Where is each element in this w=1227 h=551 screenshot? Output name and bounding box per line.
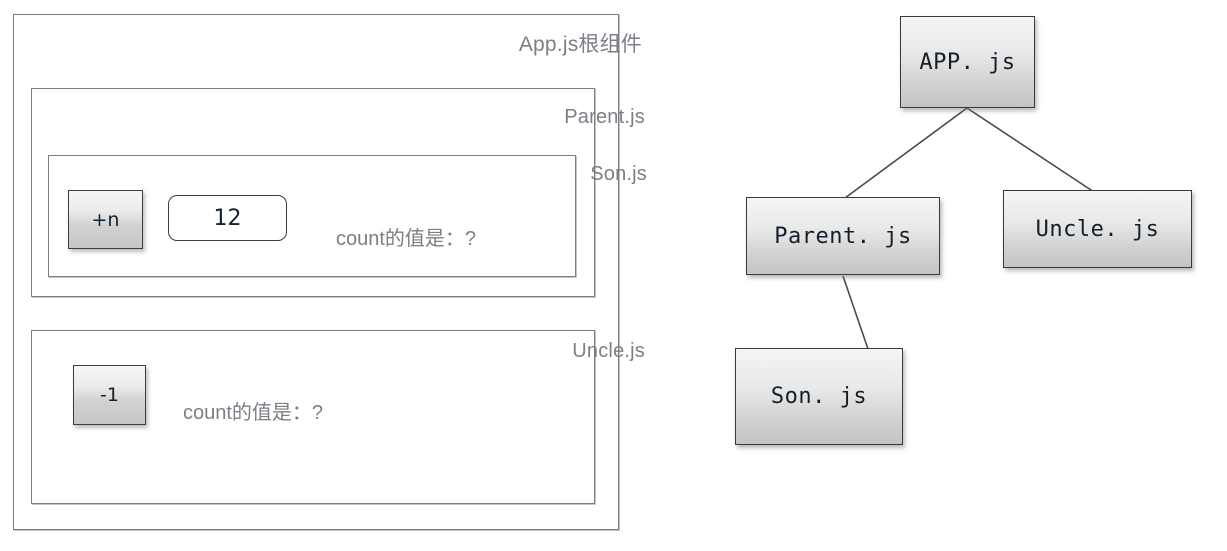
tree-edges xyxy=(842,107,1095,350)
son-component-label: Son.js xyxy=(590,163,647,185)
tree-node-son[interactable]: Son. js xyxy=(735,348,903,445)
tree-node-parent[interactable]: Parent. js xyxy=(746,197,940,275)
count-input[interactable]: 12 xyxy=(168,195,287,241)
uncle-component-label: Uncle.js xyxy=(572,340,645,362)
decrement-button[interactable]: -1 xyxy=(73,365,146,425)
component-nesting-panel: App.js根组件 Parent.js Son.js +n 12 count的值… xyxy=(13,14,647,530)
edge-parent-son xyxy=(842,275,869,350)
uncle-count-value-text: count的值是：? xyxy=(183,402,324,424)
son-count-value-text: count的值是：? xyxy=(336,228,477,250)
parent-component-label: Parent.js xyxy=(564,106,645,128)
edge-app-uncle xyxy=(966,107,1095,193)
edge-app-parent xyxy=(844,107,968,199)
app-component-label: App.js根组件 xyxy=(518,33,642,56)
increment-button[interactable]: +n xyxy=(68,190,143,249)
tree-node-app[interactable]: APP. js xyxy=(900,16,1035,108)
component-tree-panel: APP. js Parent. js Uncle. js Son. js xyxy=(660,0,1227,551)
tree-node-uncle[interactable]: Uncle. js xyxy=(1003,190,1192,268)
